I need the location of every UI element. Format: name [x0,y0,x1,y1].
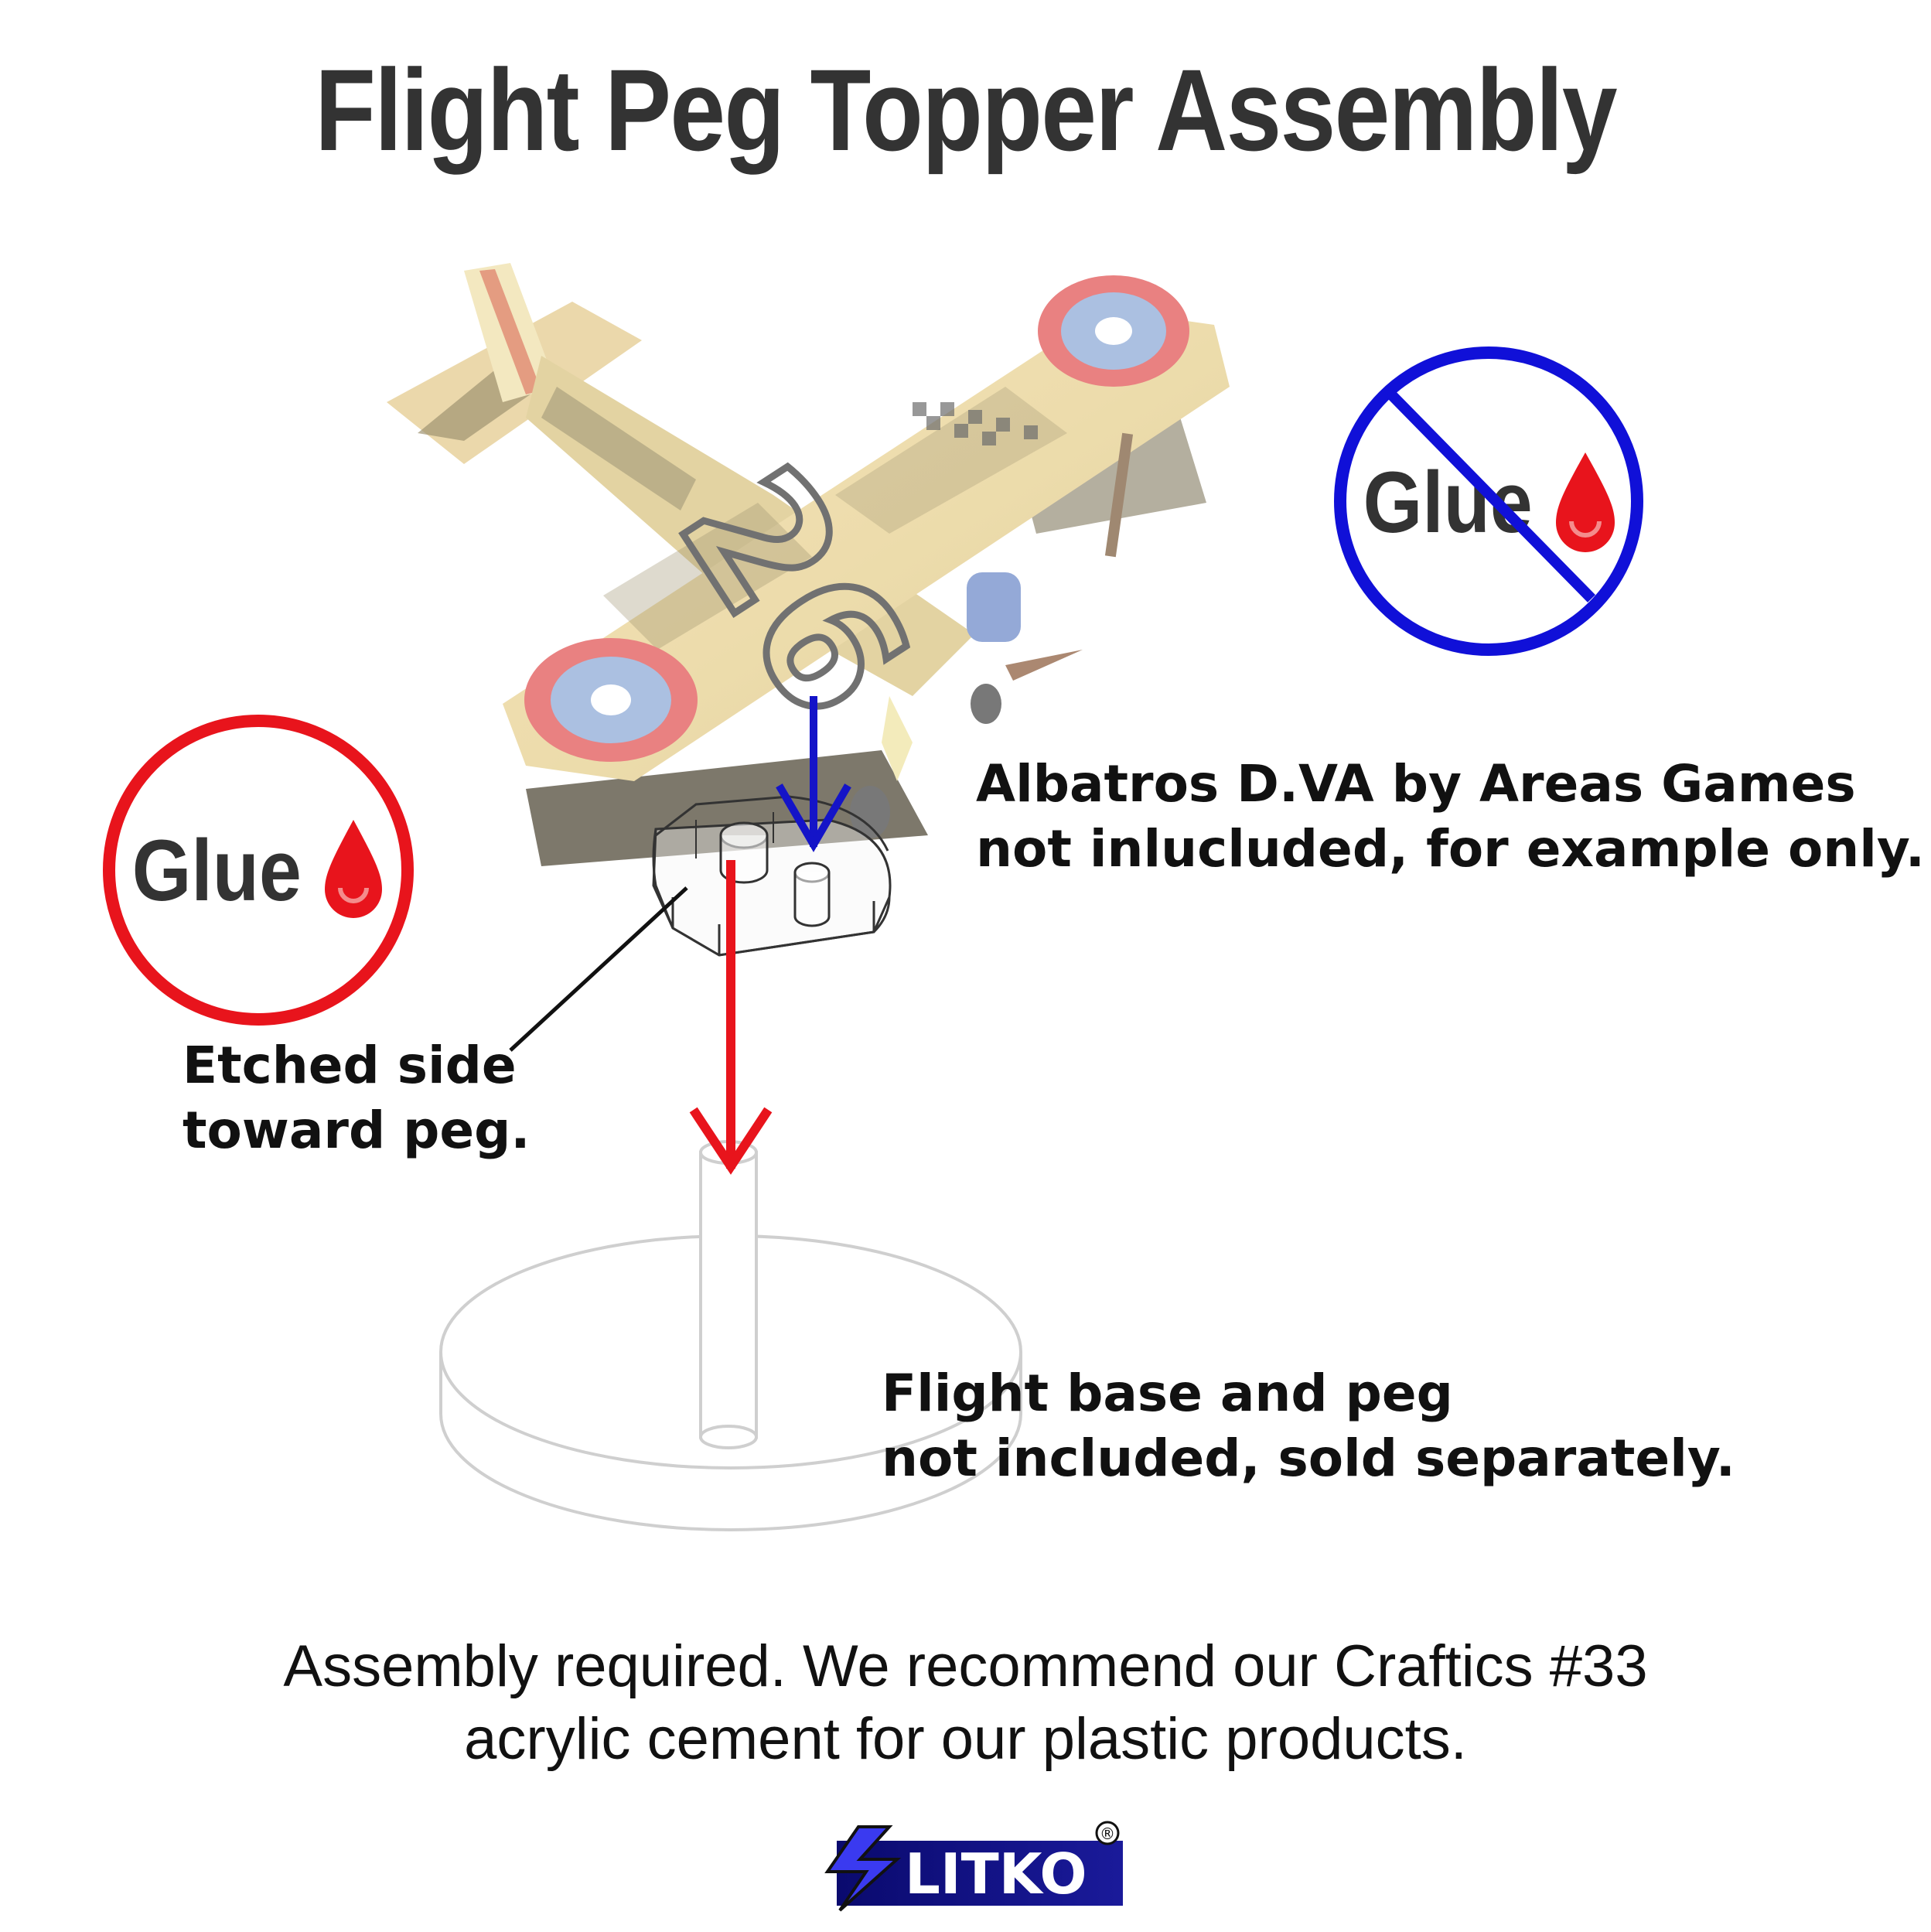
glue-ok-badge: Glue [109,721,408,1019]
model-note-line2: not inlucluded, for example only. [976,817,1925,882]
etched-note-line1: Etched side [183,1033,531,1098]
no-glue-badge: Glue [1340,353,1637,650]
model-note: Albatros D.VA by Areas Games not inluclu… [976,752,1925,882]
roundel-upper [1038,275,1189,387]
base-note-line1: Flight base and peg [882,1361,1735,1426]
etched-note-line2: toward peg. [183,1098,531,1163]
litko-logo: LITKO ® [827,1822,1123,1910]
base-note-line2: not included, sold separately. [882,1426,1735,1491]
glue-no-label: Glue [1363,455,1533,551]
model-note-line1: Albatros D.VA by Areas Games [976,752,1925,817]
glue-ok-label: Glue [132,823,302,919]
base-note: Flight base and peg not included, sold s… [882,1361,1735,1491]
footer-line2: acrylic cement for our plastic products. [0,1703,1931,1776]
footer-line1: Assembly required. We recommend our Craf… [0,1630,1931,1703]
etched-side-leader-line [510,888,687,1050]
logo-text: LITKO [905,1842,1087,1906]
registered-mark: ® [1100,1824,1115,1843]
roundel-lower [524,638,698,762]
etched-side-note: Etched side toward peg. [183,1033,531,1163]
footer-note: Assembly required. We recommend our Craf… [0,1630,1931,1776]
